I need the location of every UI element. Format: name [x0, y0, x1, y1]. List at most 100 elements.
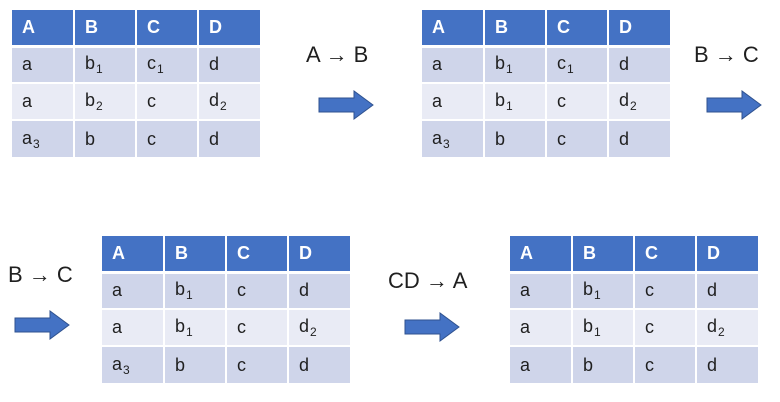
table-cell: a3: [12, 120, 75, 157]
cell-value: c: [147, 53, 156, 74]
cell-value: a: [112, 317, 123, 337]
table-cell: c: [634, 346, 697, 383]
cell-value: b: [495, 90, 506, 110]
cell-value: c: [237, 280, 246, 301]
column-header: C: [226, 236, 289, 274]
column-header: B: [572, 236, 635, 274]
step-label-2: B → C: [694, 42, 759, 67]
column-header: D: [288, 236, 350, 274]
step-label-1: A → B: [306, 42, 369, 67]
cell-value: b: [175, 354, 186, 375]
cell-value: d: [707, 354, 718, 375]
table-cell: c: [136, 83, 199, 121]
cell-subscript: 2: [96, 99, 103, 113]
cell-value: b: [583, 279, 594, 300]
column-header: B: [484, 10, 547, 48]
cell-value: d: [209, 90, 220, 110]
cell-value: a: [520, 317, 531, 337]
cell-subscript: 1: [186, 325, 193, 339]
table-cell: c: [226, 272, 289, 310]
table-cell: a: [12, 83, 75, 121]
column-header: D: [696, 236, 758, 274]
table-cell: a: [102, 272, 165, 310]
table-row: a3 b c d: [422, 120, 670, 157]
cell-subscript: 1: [186, 288, 193, 303]
cell-value: d: [209, 54, 220, 75]
table-cell: a: [510, 346, 573, 383]
cell-subscript: 1: [567, 62, 574, 77]
table-cell: b: [74, 120, 137, 157]
table-cell: a: [510, 272, 573, 310]
column-header: B: [74, 10, 137, 48]
cell-value: c: [147, 91, 156, 111]
column-header: D: [608, 10, 670, 48]
table-cell: a: [422, 83, 485, 121]
cell-value: a: [112, 353, 123, 374]
table-cell: a: [12, 46, 75, 84]
right-arrow-icon: [14, 310, 70, 340]
table-cell: d: [198, 46, 260, 84]
table-cell: a3: [102, 346, 165, 383]
table-cell: b1: [74, 46, 137, 84]
table-cell: b: [572, 346, 635, 383]
cell-value: b: [583, 316, 594, 336]
cell-value: b: [495, 128, 506, 149]
table-cell: d: [288, 272, 350, 310]
table-cell: d2: [198, 83, 260, 121]
cell-value: b: [495, 53, 506, 74]
cell-value: d: [619, 54, 630, 75]
table-cell: b: [484, 120, 547, 157]
column-header: A: [510, 236, 573, 274]
table-cell: d: [198, 120, 260, 157]
cell-subscript: 1: [506, 62, 513, 77]
right-arrow-icon: [706, 90, 762, 120]
cell-value: c: [645, 354, 654, 375]
cell-value: a: [520, 280, 531, 301]
table-cell: c: [634, 309, 697, 347]
cell-value: c: [645, 280, 654, 301]
table-cell: c: [226, 309, 289, 347]
cell-value: b: [583, 354, 594, 375]
cell-subscript: 1: [506, 99, 513, 113]
right-arrow-icon: [318, 90, 374, 120]
cell-value: a: [432, 127, 443, 148]
table-row: a b2 c d2: [12, 83, 260, 121]
table-cell: b1: [164, 309, 227, 347]
cell-value: d: [619, 128, 630, 149]
table-cell: d2: [288, 309, 350, 347]
cell-value: d: [707, 280, 718, 301]
cell-subscript: 2: [630, 99, 637, 113]
table-cell: d: [696, 272, 758, 310]
column-header: C: [546, 10, 609, 48]
table-cell: c: [136, 120, 199, 157]
table-cell: c: [546, 120, 609, 157]
table-cell: b1: [484, 83, 547, 121]
cell-value: a: [22, 127, 33, 148]
cell-value: b: [85, 90, 96, 110]
cell-value: c: [557, 53, 566, 74]
cell-subscript: 1: [594, 288, 601, 303]
cell-value: c: [557, 128, 566, 149]
cell-value: b: [85, 53, 96, 74]
table-cell: c1: [136, 46, 199, 84]
table-row: a b c d: [510, 346, 758, 383]
right-arrow-icon: [404, 312, 460, 342]
cell-subscript: 3: [123, 362, 130, 377]
cell-value: d: [299, 354, 310, 375]
cell-value: a: [520, 354, 531, 375]
cell-subscript: 3: [443, 136, 450, 151]
table-cell: b: [164, 346, 227, 383]
cell-value: a: [22, 91, 33, 111]
cell-value: d: [707, 316, 718, 336]
cell-subscript: 1: [96, 62, 103, 77]
cell-value: b: [175, 279, 186, 300]
table-cell: d: [696, 346, 758, 383]
cell-subscript: 3: [33, 136, 40, 151]
